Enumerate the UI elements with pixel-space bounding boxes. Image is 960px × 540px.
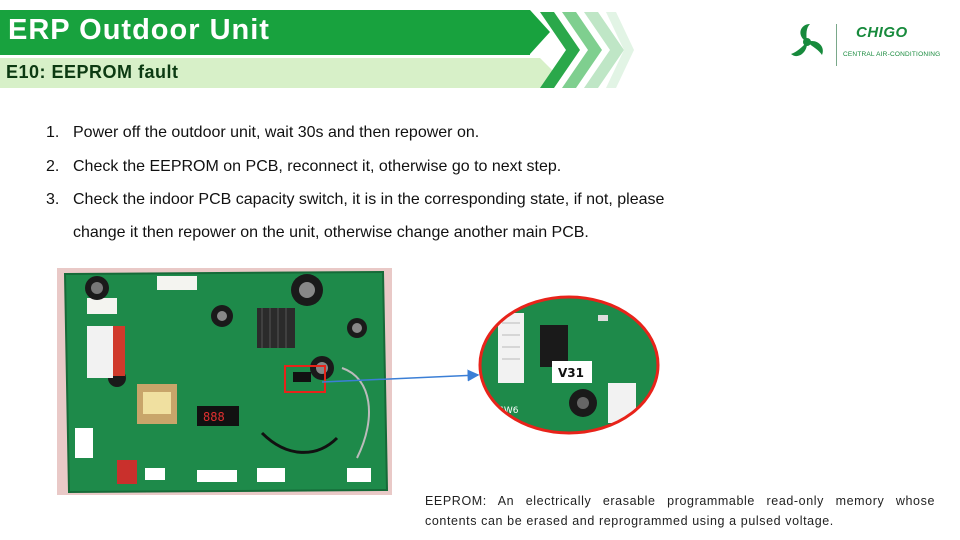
step-3-continuation: change it then repower on the unit, othe… [73, 224, 589, 241]
eeprom-definition-note: EEPROM: An electrically erasable program… [425, 494, 935, 528]
step-1: 1. Power off the outdoor unit, wait 30s a… [46, 124, 479, 142]
fault-code-title: E10: EEPROM fault [6, 62, 179, 82]
step-text: Check the EEPROM on PCB, reconnect it, o… [73, 158, 562, 175]
step-text: Power off the outdoor unit, wait 30s and… [73, 124, 480, 141]
eeprom-zoom-photo: V31 UN SW6 [478, 295, 660, 435]
chigo-logo-icon [791, 24, 823, 57]
step-number: 3. [46, 191, 60, 208]
page-title: ERP Outdoor Unit [8, 14, 270, 46]
title-underline [0, 55, 540, 58]
logo-divider [836, 24, 837, 66]
step-text: Check the indoor PCB capacity switch, it… [73, 191, 665, 208]
brand-name: CHIGO [856, 24, 908, 41]
brand-tagline: CENTRAL AIR-CONDITIONING [843, 51, 941, 58]
subtitle-banner: E10: EEPROM fault [0, 58, 555, 88]
step-number: 1. [46, 124, 60, 141]
pcb-photo: 888 [57, 268, 392, 495]
svg-text:888: 888 [203, 410, 225, 424]
step-number: 2. [46, 158, 60, 175]
title-banner: ERP Outdoor Unit [0, 10, 550, 55]
chip-label: V31 [558, 366, 584, 380]
chevron-decoration-icon [540, 12, 634, 88]
step-3: 3. Check the indoor PCB capacity switch, … [46, 191, 664, 209]
step-2: 2. Check the EEPROM on PCB, reconnect it,… [46, 158, 561, 176]
